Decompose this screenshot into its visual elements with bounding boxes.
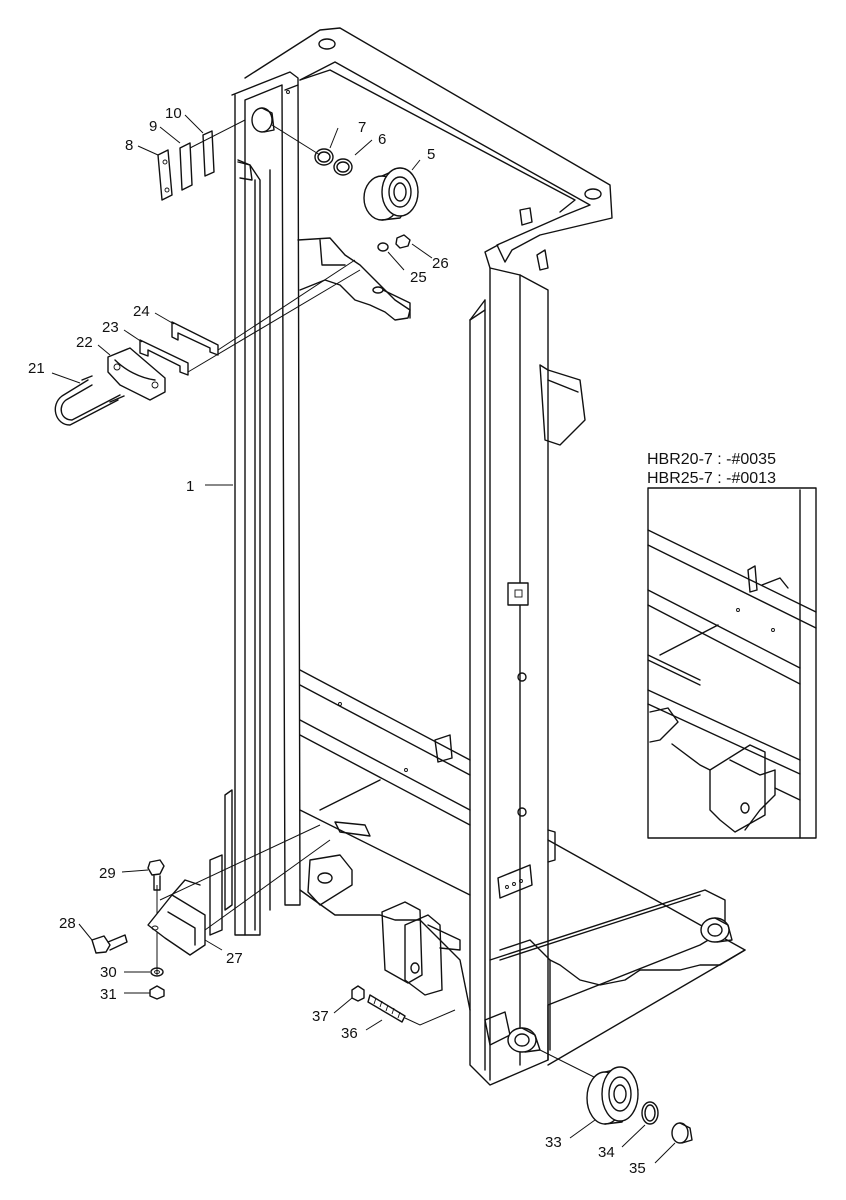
label-part-37: 37	[312, 1008, 329, 1025]
bottom-left-shaft-stub	[507, 1027, 541, 1053]
part-25-washer	[377, 242, 389, 252]
label-part-7: 7	[358, 119, 366, 136]
lower-bracket-pair	[381, 901, 461, 996]
part-24-plate	[171, 321, 219, 356]
part-22-clamp-block	[107, 347, 166, 401]
part-30-washer	[150, 967, 164, 977]
part-7-ring	[314, 148, 334, 166]
top-crossmember	[244, 27, 613, 271]
left-upright	[209, 71, 301, 936]
part-26-nut	[395, 234, 411, 249]
label-part-24: 24	[133, 303, 150, 320]
part-27-bracket	[147, 879, 206, 956]
part-6-ring	[333, 158, 353, 176]
label-part-6: 6	[378, 131, 386, 148]
label-part-36: 36	[341, 1025, 358, 1042]
label-part-10: 10	[165, 105, 182, 122]
label-part-22: 22	[76, 334, 93, 351]
top-shaft-stub	[251, 107, 275, 133]
label-part-8: 8	[125, 137, 133, 154]
right-upright	[469, 244, 586, 1086]
label-part-33: 33	[545, 1134, 562, 1151]
part-33-roller-bearing	[586, 1066, 639, 1125]
inset-panel	[647, 487, 817, 839]
label-part-30: 30	[100, 964, 117, 981]
label-part-26: 26	[432, 255, 449, 272]
upper-bracket	[297, 237, 411, 321]
label-part-27: 27	[226, 950, 243, 967]
part-number-labels: 1 5 6 7 8 9 10 21 22 23 24 25 26 27 28 2…	[28, 105, 646, 1177]
part-23-plate	[139, 339, 189, 376]
label-part-1: 1	[186, 478, 194, 495]
lower-crossmember	[299, 809, 746, 1011]
part-34-snap-ring	[641, 1101, 659, 1125]
label-part-29: 29	[99, 865, 116, 882]
inset-note-line-2: HBR25-7 : -#0013	[647, 470, 776, 487]
part-8-shim-plate	[157, 149, 173, 201]
part-5-roller-bearing	[363, 167, 419, 221]
label-part-34: 34	[598, 1144, 615, 1161]
bottom-right-shaft-stub	[700, 917, 733, 943]
label-part-35: 35	[629, 1160, 646, 1177]
inset-note-line-1: HBR20-7 : -#0035	[647, 451, 776, 468]
label-part-5: 5	[427, 146, 435, 163]
part-21-u-bolt	[54, 375, 125, 426]
leader-lines	[51, 114, 676, 1164]
part-35-cap	[671, 1122, 693, 1144]
label-part-31: 31	[100, 986, 117, 1003]
label-part-28: 28	[59, 915, 76, 932]
part-28-bolt	[91, 934, 128, 954]
part-36-stud	[367, 994, 406, 1023]
middle-crossmember	[299, 669, 471, 837]
label-part-23: 23	[102, 319, 119, 336]
part-10-shim-plate	[202, 130, 215, 177]
label-part-25: 25	[410, 269, 427, 286]
label-part-9: 9	[149, 118, 157, 135]
part-9-shim-plate	[179, 142, 193, 191]
part-29-bolt	[147, 859, 165, 891]
label-part-21: 21	[28, 360, 45, 377]
part-31-nut	[149, 985, 165, 1000]
part-37-nut	[351, 985, 365, 1002]
